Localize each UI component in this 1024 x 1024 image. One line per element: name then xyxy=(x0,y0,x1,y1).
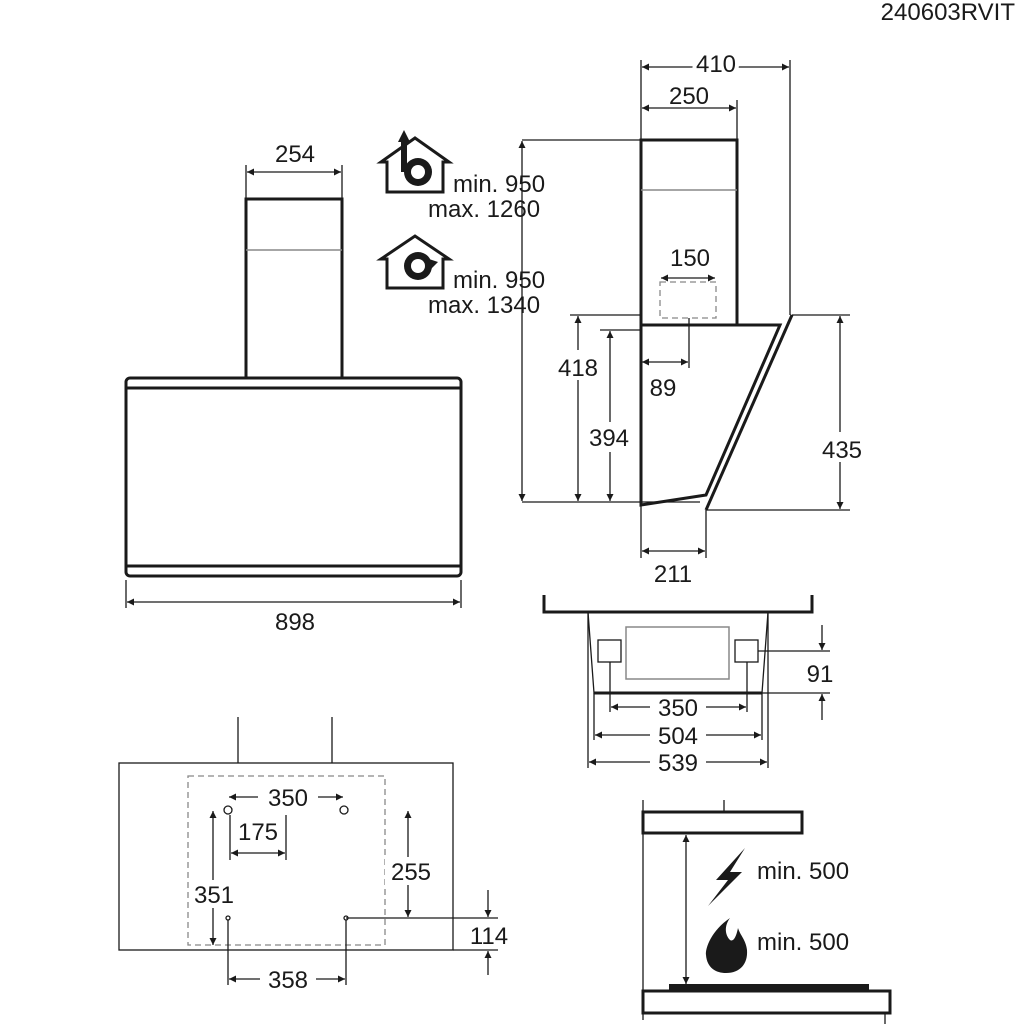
mount-175-label: 175 xyxy=(238,819,278,846)
side-view: 410 250 150 89 418 394 435 xyxy=(518,47,870,588)
clearance-view xyxy=(641,800,892,1024)
mount-350-label: 350 xyxy=(268,785,308,812)
mount-351-label: 351 xyxy=(194,882,234,909)
front-view: 254 898 xyxy=(124,141,463,636)
gas-clearance-label: min. 500 xyxy=(757,929,849,956)
top-view: 350 504 539 91 xyxy=(542,595,834,777)
electric-clearance-label: min. 500 xyxy=(757,858,849,885)
document-code: 240603RVIT xyxy=(881,0,1016,26)
top-91-label: 91 xyxy=(807,661,834,688)
outlet-width-label: 150 xyxy=(670,245,710,272)
total-depth-label: 410 xyxy=(696,51,736,78)
recirculation-min-label: min. 950 xyxy=(453,267,545,294)
extraction-min-label: min. 950 xyxy=(453,171,545,198)
height-435-label: 435 xyxy=(822,437,862,464)
outlet-offset-label: 89 xyxy=(650,375,677,402)
mount-358-label: 358 xyxy=(268,967,308,994)
top-504-label: 504 xyxy=(658,723,698,750)
house-extraction-icon xyxy=(376,130,454,194)
house-recirculation-icon xyxy=(376,234,454,290)
total-width-label: 898 xyxy=(275,609,315,636)
mount-114-label: 114 xyxy=(470,923,508,950)
gas-flame-icon xyxy=(705,918,748,973)
top-539-label: 539 xyxy=(658,750,698,777)
top-350-label: 350 xyxy=(658,695,698,722)
extraction-max-label: max. 1260 xyxy=(428,196,540,223)
height-394-label: 394 xyxy=(589,425,629,452)
chimney-depth-label: 250 xyxy=(669,83,709,110)
wall-mount-view: 350 175 351 255 114 358 xyxy=(118,717,508,994)
chimney-width-label: 254 xyxy=(275,141,315,168)
mount-255-label: 255 xyxy=(391,859,431,886)
electric-icon xyxy=(708,848,745,906)
bottom-depth-label: 211 xyxy=(654,561,692,588)
recirculation-max-label: max. 1340 xyxy=(428,292,540,319)
height-418-label: 418 xyxy=(558,355,598,382)
